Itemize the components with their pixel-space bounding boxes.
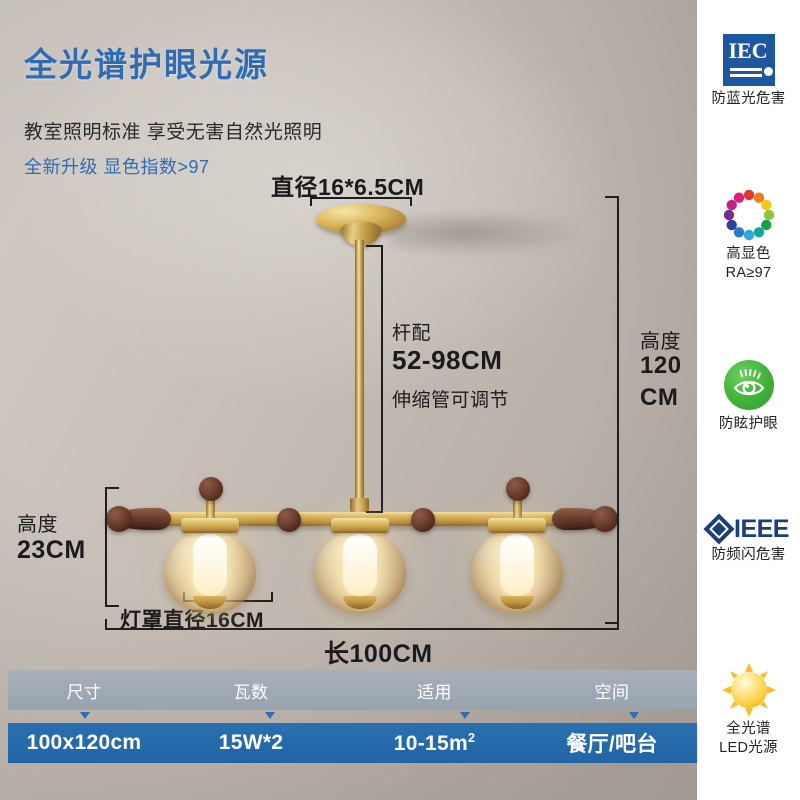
canopy-dim-line-h — [310, 197, 412, 199]
total-height-unit: CM — [640, 384, 679, 411]
color-wheel-icon — [697, 185, 800, 245]
spec-value-size: 100x120cm — [26, 731, 142, 754]
height-dim-tick-t — [605, 196, 619, 198]
wood-ball-end-left — [106, 506, 132, 532]
ieee-diamond — [703, 513, 735, 545]
fixture-height-tick-b — [105, 605, 119, 607]
iec-line-2 — [729, 74, 762, 77]
rod-dim-line-v — [381, 245, 383, 513]
badge-caption: 防眩护眼 — [718, 416, 779, 432]
canopy-diameter-label: 直径16*6.5CM — [271, 174, 425, 200]
lamp-stem-left — [206, 492, 215, 518]
suspension-rod — [355, 240, 364, 508]
sun-core — [730, 672, 767, 708]
subtitle-line-2: 全新升级 显色指数>97 — [24, 157, 210, 177]
height-dim-line-v — [617, 196, 619, 624]
globe-base-1 — [193, 596, 227, 609]
badge-caption: 防蓝光危害 — [711, 91, 786, 107]
iec-certification-icon: IEC — [697, 30, 800, 90]
lamp-collar-1 — [181, 518, 239, 533]
wood-ball-end-right — [592, 506, 618, 532]
badge-no-flicker: IEEE 防频闪危害 — [697, 512, 800, 565]
badge-caption: 防频闪危害 — [711, 547, 786, 563]
rod-dim-tick-t — [366, 245, 383, 247]
wood-ball-top-left — [199, 477, 223, 501]
column-marker-1 — [80, 712, 90, 719]
spec-value-watt: 15W*2 — [218, 731, 284, 754]
shade-dim-tick-r — [271, 592, 273, 601]
badge-high-cri: 高显色 RA≥97 — [697, 185, 800, 283]
subtitle-line-1: 教室照明标准 享受无害自然光照明 — [24, 122, 323, 143]
height-dim-tick-b — [605, 622, 619, 624]
wood-ball-mid-left — [277, 508, 301, 532]
spec-table-value-row: 100x120cm 15W*2 10-15m2 餐厅/吧台 — [8, 723, 697, 763]
badge-anti-blue-light: IEC 防蓝光危害 — [697, 30, 800, 109]
badge-caption-line-2: LED光源 — [719, 740, 778, 756]
rod-range-label: 52-98CM — [392, 345, 503, 375]
fixture-height-tick-t — [105, 487, 119, 489]
rod-note-label: 伸缩管可调节 — [392, 390, 510, 411]
led-bulb-2 — [343, 534, 377, 596]
ieee-logo-text: IEEE — [734, 514, 789, 543]
globe-base-2 — [343, 596, 377, 609]
column-marker-4 — [629, 712, 639, 719]
length-dim-line-h — [105, 628, 619, 630]
spec-header-size: 尺寸 — [66, 682, 102, 702]
badge-caption-line-2: RA≥97 — [725, 265, 772, 281]
canopy-dim-tick-r — [410, 197, 412, 206]
length-dim-tick-l — [105, 619, 107, 630]
globe-base-3 — [500, 596, 534, 609]
led-bulb-1 — [193, 534, 227, 596]
sun-icon — [697, 660, 800, 720]
iec-dot — [763, 67, 773, 76]
badge-full-spectrum: 全光谱 LED光源 — [697, 660, 800, 758]
rod-joint — [350, 498, 369, 512]
fixture-height-line-v — [105, 487, 107, 607]
fixture-height-label: 高度 — [17, 514, 58, 536]
canopy-dim-tick-l — [310, 197, 312, 206]
lamp-collar-3 — [488, 518, 546, 533]
spec-value-area-sup: 2 — [467, 730, 476, 745]
iec-logo-text: IEC — [728, 38, 768, 63]
ceiling-shadow — [390, 214, 590, 256]
badge-caption-line-1: 高显色 — [726, 246, 771, 262]
shade-diameter-label: 灯罩直径16CM — [120, 609, 265, 632]
total-height-value: 120 — [640, 352, 682, 379]
lamp-collar-2 — [331, 518, 389, 533]
rod-dim-tick-b — [366, 511, 383, 513]
photo-vignette — [0, 0, 697, 800]
spec-header-area: 适用 — [417, 682, 452, 702]
lamp-stem-right — [513, 492, 522, 518]
wood-ball-top-right — [506, 477, 530, 501]
iec-line-1 — [729, 68, 762, 71]
column-marker-2 — [265, 712, 275, 719]
spec-value-space: 餐厅/吧台 — [566, 733, 658, 756]
length-dim-tick-r — [617, 619, 619, 630]
total-length-label: 长100CM — [324, 640, 433, 668]
ieee-certification-icon: IEEE — [697, 512, 800, 546]
fixture-height-value: 23CM — [17, 536, 86, 564]
spec-table-header-row: 尺寸 瓦数 适用 空间 — [8, 670, 697, 710]
eye-protection-icon — [697, 355, 800, 415]
product-photo-background — [0, 0, 697, 800]
led-bulb-3 — [500, 534, 534, 596]
total-height-label: 高度 — [640, 331, 681, 353]
spec-header-watt: 瓦数 — [233, 682, 269, 702]
rod-caption-label: 杆配 — [392, 323, 432, 344]
wood-ball-mid-right — [411, 508, 435, 532]
spec-header-space: 空间 — [594, 682, 630, 702]
badge-anti-glare: 防眩护眼 — [697, 355, 800, 434]
column-marker-3 — [460, 712, 470, 719]
spec-value-area-text: 10-15m — [393, 731, 468, 755]
badge-caption-line-1: 全光谱 — [726, 721, 771, 737]
spec-value-area: 10-15m2 — [342, 731, 527, 756]
page-title: 全光谱护眼光源 — [24, 46, 269, 83]
